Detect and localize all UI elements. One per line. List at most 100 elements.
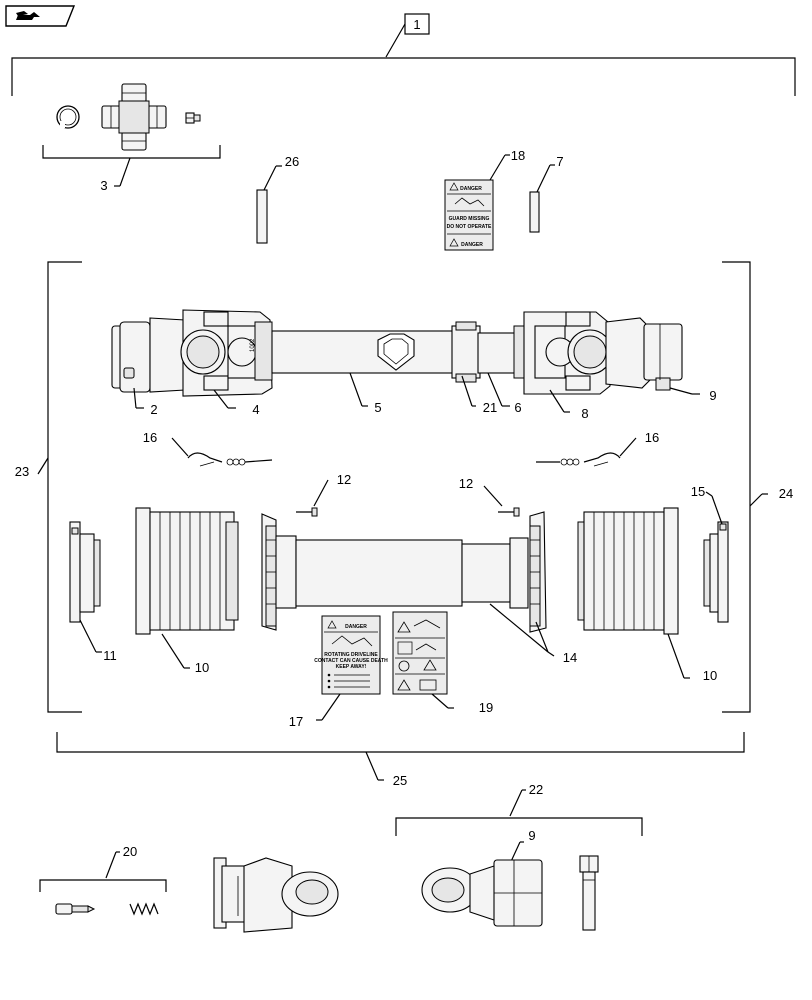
bracket-24 — [722, 261, 751, 713]
svg-text:DO NOT OPERATE: DO NOT OPERATE — [447, 224, 492, 230]
svg-text:21: 21 — [483, 400, 497, 415]
callout-14[interactable]: 14 — [489, 603, 577, 665]
svg-text:12: 12 — [459, 476, 473, 491]
outer-tube-5 — [271, 330, 463, 374]
danger-decal-18: DANGER GUARD MISSING DO NOT OPERATE DANG… — [444, 179, 494, 251]
svg-text:9: 9 — [528, 828, 535, 843]
bracket-23 — [47, 261, 82, 713]
callout-11[interactable]: 11 — [79, 619, 117, 663]
callout-5[interactable]: 5 — [349, 372, 382, 415]
left-yoke: 1002 — [149, 309, 273, 397]
svg-text:16: 16 — [645, 430, 659, 445]
callout-4[interactable]: 4 — [213, 389, 260, 417]
callout-10-right[interactable]: 10 — [667, 633, 717, 683]
svg-text:25: 25 — [393, 773, 407, 788]
safety-chain-right — [536, 452, 621, 467]
svg-text:22: 22 — [529, 782, 543, 797]
callout-8[interactable]: 8 — [549, 389, 589, 421]
svg-text:12: 12 — [337, 472, 351, 487]
svg-text:7: 7 — [556, 154, 563, 169]
callout-9-top[interactable]: 9 — [669, 387, 717, 403]
svg-text:CONTACT CAN CAUSE DEATH: CONTACT CAN CAUSE DEATH — [314, 658, 388, 664]
svg-text:5: 5 — [374, 400, 381, 415]
book-arrow-icon — [5, 5, 76, 27]
pictogram-decal-19 — [392, 611, 448, 695]
svg-text:10: 10 — [195, 660, 209, 675]
svg-text:DANGER: DANGER — [461, 242, 483, 248]
svg-text:15: 15 — [691, 484, 705, 499]
callout-1[interactable]: 1 — [385, 13, 430, 58]
yoke-assembly — [213, 857, 339, 933]
danger-decal-17: DANGER ROTATING DRIVELINE CONTACT CAN CA… — [314, 615, 388, 695]
right-end-yoke-9 — [605, 317, 683, 391]
callout-21[interactable]: 21 — [461, 375, 497, 415]
nav-back-button[interactable] — [4, 4, 76, 28]
svg-text:1002: 1002 — [250, 338, 256, 352]
part-26-strip — [256, 189, 268, 244]
callout-16-right[interactable]: 16 — [619, 430, 659, 457]
callout-3[interactable]: 3 — [100, 157, 131, 193]
callout-2[interactable]: 2 — [133, 387, 158, 417]
svg-text:6: 6 — [514, 400, 521, 415]
svg-text:DANGER: DANGER — [345, 624, 367, 630]
svg-text:14: 14 — [563, 650, 577, 665]
spring — [129, 902, 159, 916]
svg-text:23: 23 — [15, 464, 29, 479]
svg-text:18: 18 — [511, 148, 525, 163]
callout-23[interactable]: 23 — [15, 457, 49, 479]
guard-tube-14 — [261, 511, 547, 633]
top-bracket-1 — [11, 57, 796, 96]
callout-20[interactable]: 20 — [105, 844, 137, 879]
right-yoke-8 — [513, 311, 613, 395]
callout-22[interactable]: 22 — [509, 782, 543, 817]
callout-10-left[interactable]: 10 — [161, 633, 209, 675]
bellows-right — [577, 507, 679, 635]
lock-pin — [55, 903, 96, 915]
bracket-20 — [39, 879, 167, 892]
end-yoke-9 — [421, 859, 543, 927]
bearing-ring-15 — [703, 521, 729, 623]
driveshaft-assembly: 1002 — [111, 309, 683, 397]
callout-7[interactable]: 7 — [536, 154, 564, 193]
grease-fitting — [185, 112, 201, 124]
callout-19[interactable]: 19 — [431, 693, 493, 715]
callout-17[interactable]: 17 — [289, 693, 341, 729]
screw-left — [296, 507, 318, 517]
circlip — [56, 105, 80, 129]
svg-text:4: 4 — [252, 402, 259, 417]
callout-26[interactable]: 26 — [263, 154, 299, 191]
inner-tube-21-6 — [451, 321, 517, 383]
bracket-25 — [56, 732, 745, 753]
safety-chain-left — [187, 452, 273, 467]
svg-text:GUARD MISSING: GUARD MISSING — [449, 216, 490, 222]
callout-15[interactable]: 15 — [691, 484, 723, 525]
svg-text:17: 17 — [289, 714, 303, 729]
bellows-left — [135, 507, 239, 635]
callout-25[interactable]: 25 — [365, 751, 407, 788]
svg-text:8: 8 — [581, 406, 588, 421]
callout-12-left[interactable]: 12 — [313, 472, 351, 507]
callout-16-left[interactable]: 16 — [143, 430, 189, 457]
cross-kit-group — [42, 83, 221, 159]
svg-text:DANGER: DANGER — [460, 186, 482, 192]
screw-right — [498, 507, 520, 517]
svg-text:ROTATING DRIVELINE: ROTATING DRIVELINE — [324, 652, 378, 658]
callout-6[interactable]: 6 — [487, 372, 522, 415]
svg-text:9: 9 — [709, 388, 716, 403]
svg-text:11: 11 — [103, 648, 117, 663]
bracket-22 — [395, 817, 643, 836]
universal-cross — [101, 83, 167, 151]
svg-text:KEEP AWAY!: KEEP AWAY! — [336, 664, 367, 670]
hex-bolt — [579, 855, 599, 931]
bearing-ring-11 — [69, 521, 101, 623]
part-7-strip — [529, 191, 540, 233]
callout-12-right[interactable]: 12 — [459, 476, 503, 507]
left-collar-2 — [111, 321, 151, 393]
svg-text:16: 16 — [143, 430, 157, 445]
svg-text:26: 26 — [285, 154, 299, 169]
svg-text:2: 2 — [150, 402, 157, 417]
svg-text:1: 1 — [413, 17, 420, 32]
callout-24[interactable]: 24 — [749, 486, 793, 507]
callout-18[interactable]: 18 — [489, 148, 525, 181]
